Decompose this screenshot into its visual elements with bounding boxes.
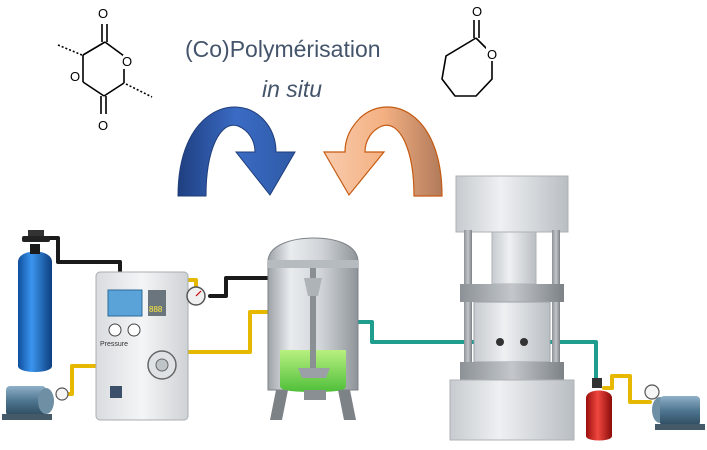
panel-pressure-label: Pressure <box>100 341 128 348</box>
lactide-o-right: O <box>122 54 132 69</box>
caprolactone-o-ring: O <box>487 47 497 62</box>
black-gas-line <box>46 236 122 274</box>
lactide-o-bottom: O <box>98 118 108 133</box>
lactide-o-top: O <box>98 6 108 21</box>
right-pump <box>644 384 705 430</box>
blue-curved-arrow <box>177 106 296 197</box>
lactide-atom-labels: O O O O <box>70 5 133 133</box>
caption-line-2: in situ <box>262 76 323 102</box>
caprolactone-o-carbonyl: O <box>472 4 482 19</box>
lactide-o-left: O <box>70 69 80 84</box>
panel-screen-text: 888 <box>149 305 163 314</box>
yellow-line-right <box>602 374 652 404</box>
lactide-structure <box>57 24 153 114</box>
caption-line-1: (Co)Polymérisation <box>185 36 381 62</box>
left-pump <box>2 386 69 420</box>
control-panel: 888 Pressure <box>95 271 189 421</box>
red-cylinder <box>586 378 612 441</box>
yellow-line-reactor <box>184 310 274 354</box>
hydraulic-press <box>449 175 575 441</box>
blue-gas-cylinder <box>18 230 52 372</box>
pressure-gauge <box>186 286 206 306</box>
black-gas-line-2 <box>208 276 272 298</box>
reactor <box>267 237 359 420</box>
caprolactone-atom-labels: O O <box>471 3 498 62</box>
orange-curved-arrow <box>322 106 443 197</box>
caprolactone-structure <box>441 20 493 97</box>
